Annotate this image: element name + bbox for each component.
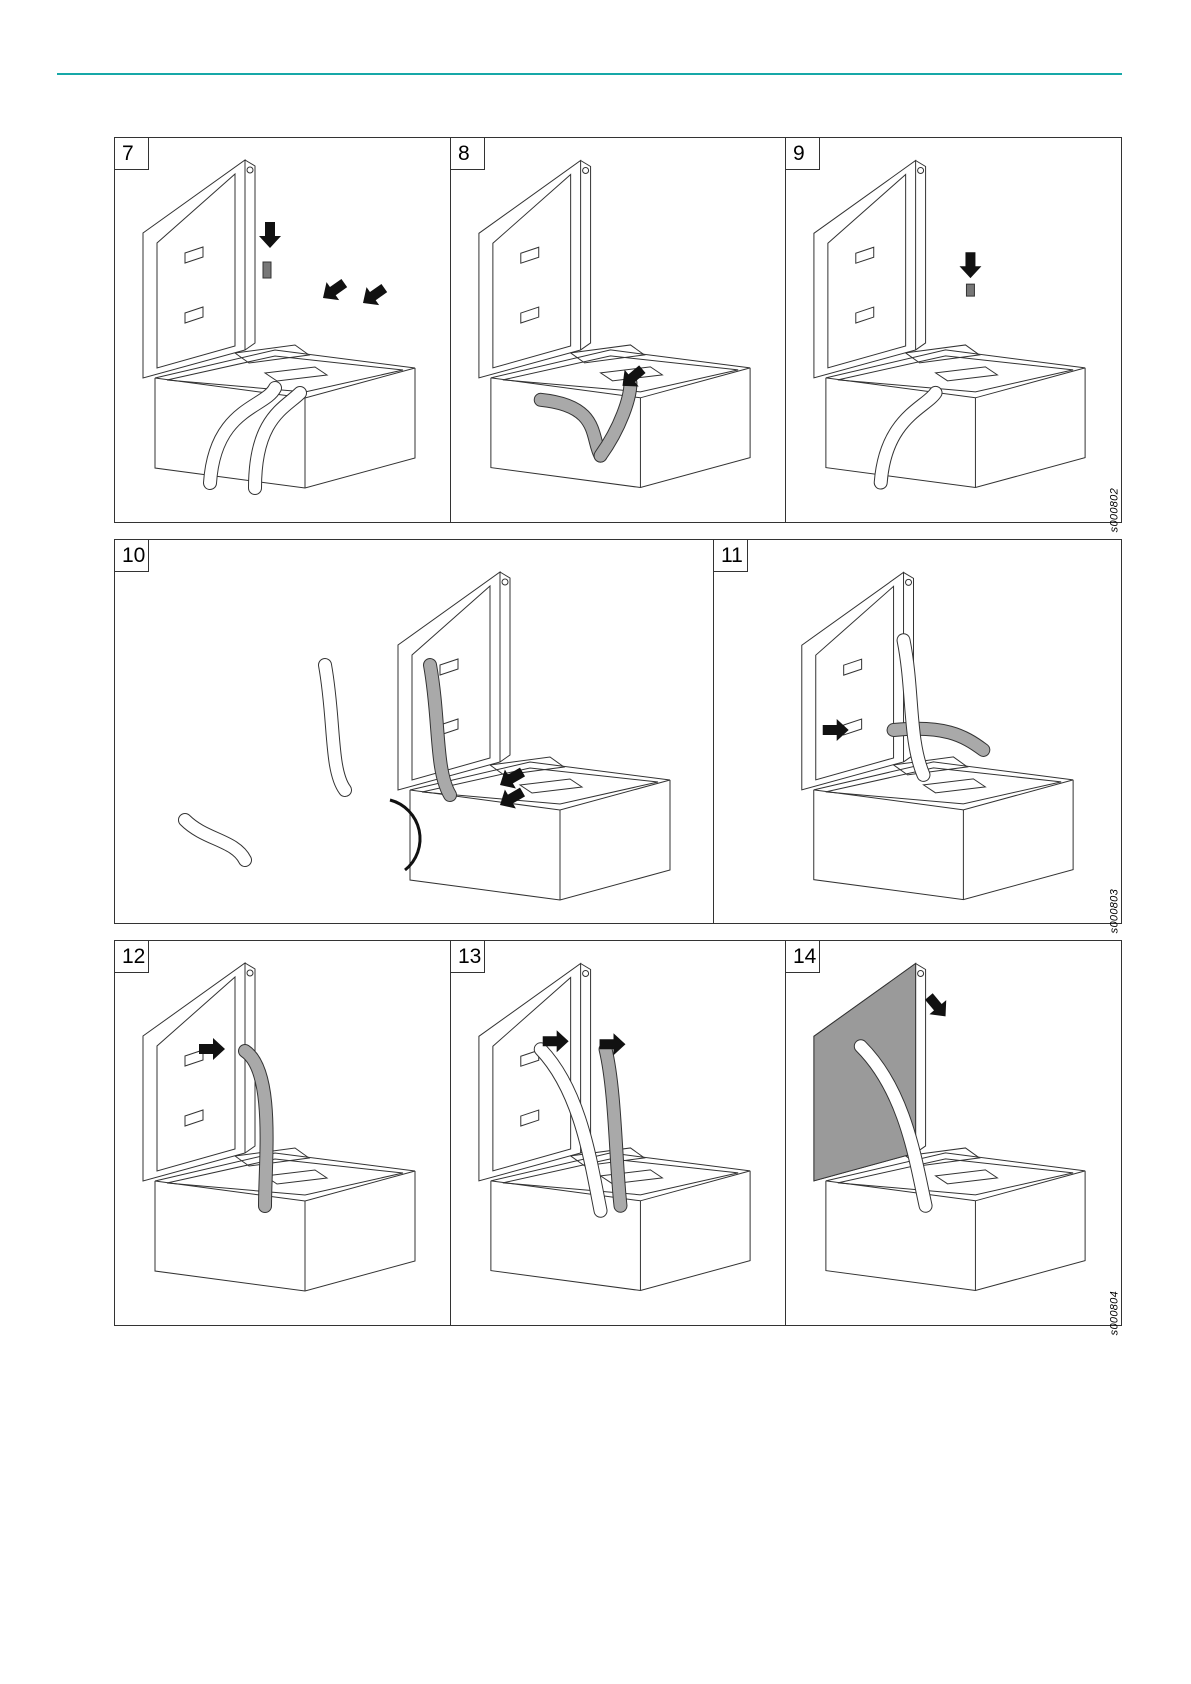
hinge-screw [583,970,589,976]
housing-base [826,368,1085,488]
lid-panel [493,174,571,367]
board-connector [856,307,874,323]
housing-base [814,780,1073,900]
ribbon-cable [541,400,601,456]
arrow-shape [317,274,351,307]
arrow-shape [357,279,391,312]
ribbon-cable [430,665,450,795]
terminal-block [520,779,582,793]
terminal-block [490,757,564,775]
arrow-icon [317,274,351,307]
terminal-block [894,757,968,775]
hinge-screw [918,970,924,976]
plug-part [263,262,271,278]
step-illustration [786,941,1121,1325]
arrow-icon [357,279,391,312]
terminal-block [936,367,998,381]
ribbon-cable [325,665,345,790]
board-connector [185,247,203,263]
lid-edge [245,160,255,350]
lid-edge [581,161,591,350]
housing-base [155,1171,415,1291]
arrow-icon [823,719,849,741]
step-panel-8: 8 [450,138,785,522]
arrow-shape [823,719,849,741]
arrow-icon [495,762,529,794]
lid-frame [814,161,916,378]
lid-frame-closed [814,964,916,1181]
housing-base [826,1171,1085,1291]
housing-base [155,368,415,488]
lid-frame [398,572,500,790]
step-illustration [714,540,1121,923]
step-illustration [115,138,450,522]
arrow-shape [959,252,981,278]
lid-edge [916,964,926,1153]
lid-frame [802,572,904,789]
ribbon-cable [606,1049,621,1206]
hinge-screw [247,970,253,976]
lid-panel [828,174,906,367]
hinge-screw [247,167,253,173]
figure-reference: s000802 [1108,488,1120,532]
lid-edge [916,161,926,350]
step-panel-12: 12 [115,941,450,1325]
board-connector [440,659,458,675]
board-connector [521,247,539,263]
terminal-block [265,1170,327,1184]
board-connector [521,307,539,323]
step-panel-7: 7 [115,138,450,522]
figure-row-2: 10 11 s000803 [114,539,1122,924]
figure-reference: s000804 [1108,1291,1120,1335]
hinge-screw [906,579,912,585]
lid-panel [157,977,235,1171]
lid-frame [479,161,581,378]
step-illustration [786,138,1121,522]
step-panel-14: 14 [785,941,1121,1325]
board-connector [185,1110,203,1126]
terminal-block [906,345,980,363]
board-connector [185,307,203,323]
ribbon-cable [185,820,245,860]
arrow-shape [495,762,529,794]
lid-panel [816,586,894,780]
step-illustration [451,941,785,1325]
hinge-screw [918,167,924,173]
board-connector [521,1110,539,1126]
lid-panel [157,174,235,368]
rotate-arrow [390,800,420,870]
header-rule [57,73,1122,75]
ribbon-cable [245,1051,267,1206]
arrow-shape [259,222,281,248]
figure-row-3: 12 13 14 s000804 [114,940,1122,1326]
step-panel-11: 11 [713,540,1121,923]
step-illustration [451,138,785,522]
step-panel-10: 10 [115,540,713,923]
figure-reference: s000803 [1108,889,1120,933]
hinge-screw [583,167,589,173]
plug-part [966,284,974,296]
hinge-screw [502,579,508,585]
board-connector [856,247,874,263]
board-connector [844,659,862,675]
lid-frame [143,160,245,378]
step-panel-13: 13 [450,941,785,1325]
terminal-block [601,1170,663,1184]
terminal-block [265,367,327,381]
lid-edge [500,572,510,762]
terminal-block [571,345,645,363]
arrow-icon [959,252,981,278]
terminal-block [923,779,985,793]
board-connector [844,719,862,735]
terminal-block [936,1170,998,1184]
step-illustration [115,540,713,923]
lid-panel [412,586,490,780]
lid-frame [143,963,245,1181]
terminal-block [235,345,309,363]
figure-row-1: 7 8 9 s000802 [114,137,1122,523]
arrow-icon [259,222,281,248]
step-illustration [115,941,450,1325]
step-panel-9: 9 [785,138,1121,522]
